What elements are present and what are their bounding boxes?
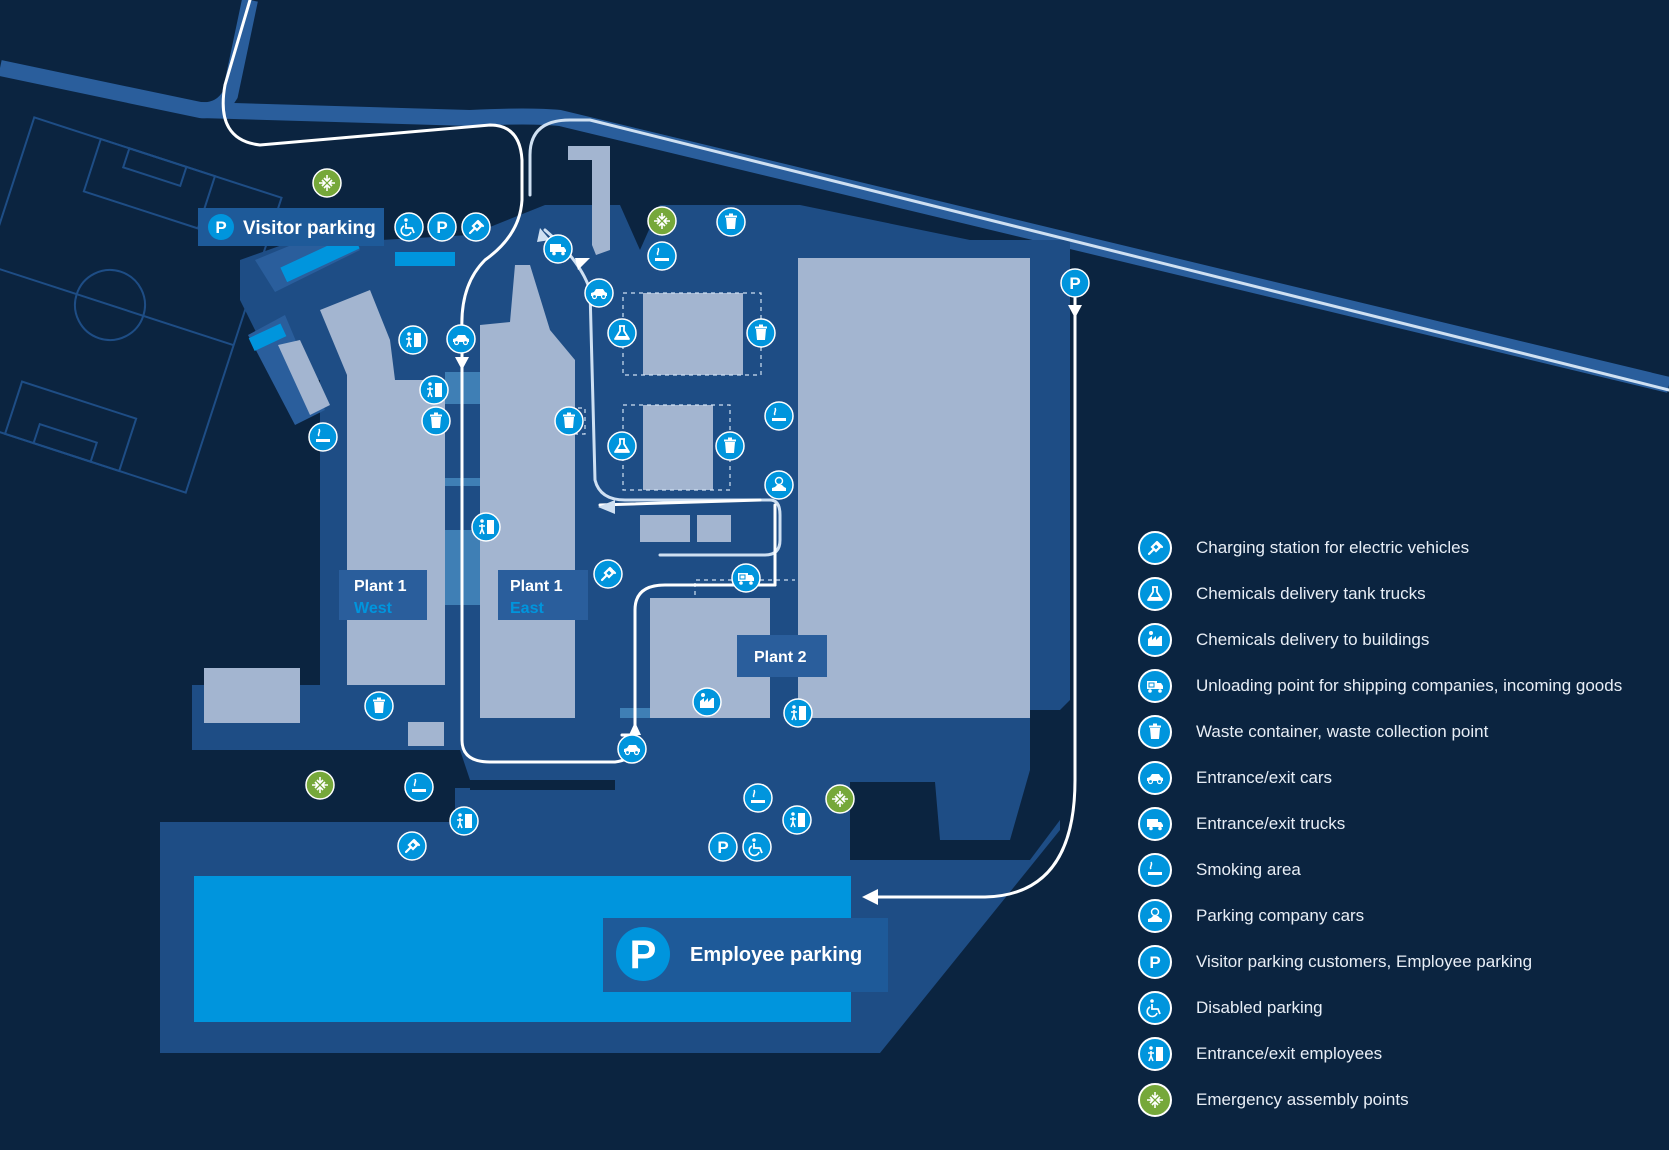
legend-item: Chemicals delivery tank trucks — [1138, 571, 1658, 617]
plant-1-east-label: Plant 1 East — [498, 570, 588, 620]
parking-icon — [708, 832, 738, 862]
svg-text:Visitor parking: Visitor parking — [243, 218, 376, 239]
legend-item: Entrance/exit trucks — [1138, 801, 1658, 847]
legend-label: Disabled parking — [1196, 998, 1323, 1017]
legend-item: Charging station for electric vehicles — [1138, 525, 1658, 571]
legend-label: Entrance/exit employees — [1196, 1044, 1383, 1063]
employee-door-icon — [419, 375, 449, 405]
parking-icon — [1138, 945, 1172, 979]
ev-charging-icon — [1138, 531, 1172, 565]
chemical-flask-icon — [607, 318, 637, 348]
employee-door-icon — [1138, 1037, 1172, 1071]
waste-bin-icon — [746, 318, 776, 348]
legend-label: Chemicals delivery to buildings — [1196, 630, 1430, 649]
svg-text:P: P — [630, 933, 657, 977]
employee-door-icon — [398, 325, 428, 355]
legend-item: Unloading point for shipping companies, … — [1138, 663, 1658, 709]
svg-text:Plant 1: Plant 1 — [510, 578, 563, 595]
smoking-icon — [743, 783, 773, 813]
assembly-point-icon — [312, 168, 342, 198]
parking-icon — [1060, 268, 1090, 298]
plant-1-west-label: Plant 1 West — [339, 570, 427, 620]
chemical-flask-icon — [607, 431, 637, 461]
legend-item: Visitor parking customers, Employee park… — [1138, 939, 1658, 985]
company-car-icon — [764, 470, 794, 500]
employee-door-icon — [782, 805, 812, 835]
svg-text:Employee parking: Employee parking — [690, 944, 862, 966]
smoking-icon — [308, 422, 338, 452]
smoking-icon — [1138, 853, 1172, 887]
car-icon — [446, 324, 476, 354]
legend-item: Emergency assembly points — [1138, 1077, 1658, 1123]
chemical-building-icon — [1138, 623, 1172, 657]
legend-label: Visitor parking customers, Employee park… — [1196, 952, 1533, 971]
assembly-point-icon — [305, 770, 335, 800]
waste-bin-icon — [554, 406, 584, 436]
smoking-icon — [764, 401, 794, 431]
legend-label: Unloading point for shipping companies, … — [1196, 676, 1623, 695]
smoking-icon — [404, 772, 434, 802]
truck-icon — [1138, 807, 1172, 841]
smoking-icon — [647, 241, 677, 271]
legend-item: Waste container, waste collection point — [1138, 709, 1658, 755]
svg-text:Plant 1: Plant 1 — [354, 578, 407, 595]
employee-door-icon — [783, 698, 813, 728]
employee-parking-label: P Employee parking — [603, 918, 888, 992]
legend-label: Charging station for electric vehicles — [1196, 538, 1470, 557]
employee-door-icon — [471, 512, 501, 542]
unloading-truck-icon — [1138, 669, 1172, 703]
legend-label: Chemicals delivery tank trucks — [1196, 584, 1426, 603]
unloading-truck-icon — [731, 563, 761, 593]
legend-item: Parking company cars — [1138, 893, 1658, 939]
legend-item: Entrance/exit employees — [1138, 1031, 1658, 1077]
legend-label: Entrance/exit cars — [1196, 768, 1333, 787]
car-icon — [1138, 761, 1172, 795]
legend-label: Parking company cars — [1196, 906, 1365, 925]
legend-item: Chemicals delivery to buildings — [1138, 617, 1658, 663]
main-road-east — [199, 102, 1669, 393]
assembly-point-icon — [825, 784, 855, 814]
ev-charging-icon — [593, 559, 623, 589]
waste-bin-icon — [1138, 715, 1172, 749]
assembly-point-icon — [1138, 1083, 1172, 1117]
truck-icon — [543, 234, 573, 264]
waste-bin-icon — [715, 431, 745, 461]
legend-item: Entrance/exit cars — [1138, 755, 1658, 801]
legend-label: Smoking area — [1196, 860, 1301, 879]
legend-item: Disabled parking — [1138, 985, 1658, 1031]
legend-item: Smoking area — [1138, 847, 1658, 893]
wheelchair-icon — [394, 212, 424, 242]
parking-icon — [427, 212, 457, 242]
svg-text:West: West — [354, 600, 393, 617]
chemical-flask-icon — [1138, 577, 1172, 611]
waste-bin-icon — [364, 691, 394, 721]
company-car-icon — [1138, 899, 1172, 933]
waste-bin-icon — [421, 406, 451, 436]
assembly-point-icon — [647, 206, 677, 236]
legend-label: Emergency assembly points — [1196, 1090, 1409, 1109]
car-icon — [617, 734, 647, 764]
visitor-parking-label: Visitor parking — [198, 208, 384, 246]
svg-text:Plant 2: Plant 2 — [754, 649, 807, 666]
ev-charging-icon — [461, 212, 491, 242]
ev-charging-icon — [397, 831, 427, 861]
plant-2-label: Plant 2 — [737, 635, 827, 677]
football-field — [0, 116, 283, 494]
svg-text:East: East — [510, 600, 544, 617]
waste-bin-icon — [716, 207, 746, 237]
chemical-building-icon — [692, 687, 722, 717]
employee-door-icon — [449, 806, 479, 836]
wheelchair-icon — [742, 832, 772, 862]
wheelchair-icon — [1138, 991, 1172, 1025]
car-icon — [584, 278, 614, 308]
legend-label: Waste container, waste collection point — [1196, 722, 1489, 741]
map-icons — [305, 168, 1090, 862]
legend-label: Entrance/exit trucks — [1196, 814, 1346, 833]
